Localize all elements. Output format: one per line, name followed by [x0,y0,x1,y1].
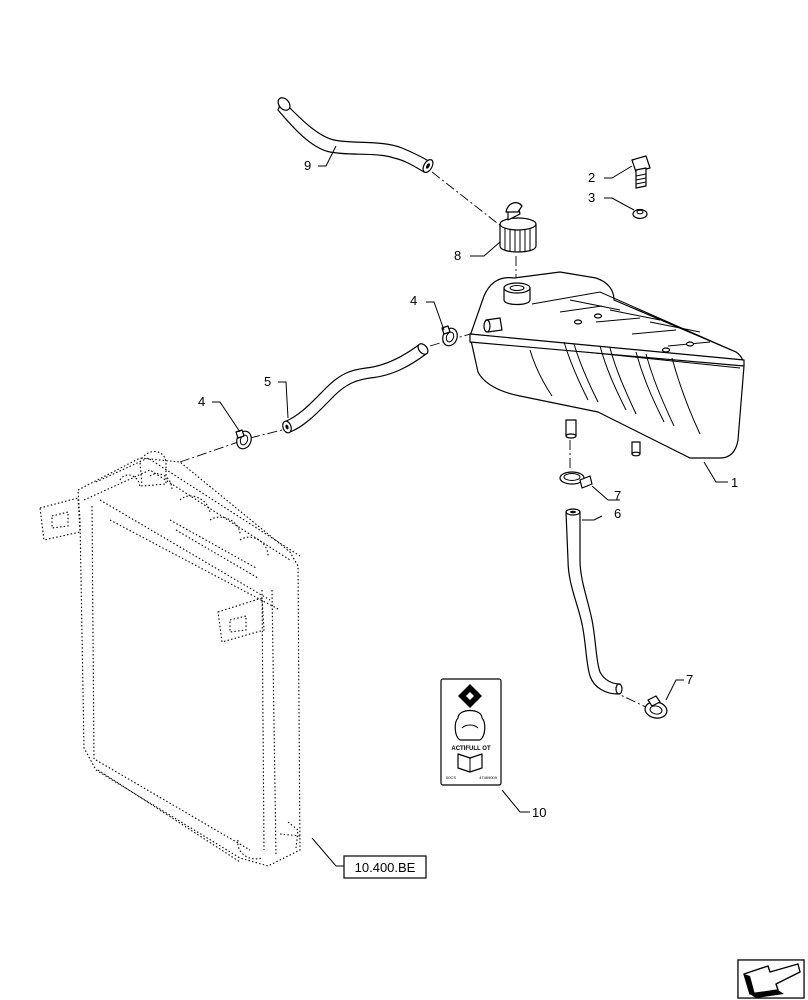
hose-9 [277,97,434,173]
decal-left-code: 00CS [446,775,456,780]
callout-3: 3 [588,190,595,205]
washer-3 [632,208,648,220]
callout-6: 6 [614,506,621,521]
callout-10: 10 [532,805,546,820]
reference-link-box[interactable]: 10.400.BE [343,855,427,879]
callout-9: 9 [304,158,311,173]
callout-2: 2 [588,170,595,185]
callout-4-lower: 4 [198,394,205,409]
decal-right-code: 47469009 [479,775,498,780]
clamp-4-upper [441,325,458,347]
clamp-7-lower [644,695,668,719]
callout-labels: 1 2 3 4 4 5 6 7 7 8 9 10 [198,158,738,820]
reference-label[interactable]: 10.400.BE [355,860,416,875]
leader-lines [212,145,728,867]
navigation-arrow-icon[interactable] [737,959,805,999]
clamp-7-upper [559,471,593,489]
callout-1: 1 [731,475,738,490]
clamp-4-lower [235,429,252,450]
callout-5: 5 [264,374,271,389]
filler-cap-8 [499,202,537,253]
callout-7-lower: 7 [686,672,693,687]
callout-7-upper: 7 [614,488,621,503]
hose-5 [282,343,429,434]
bolt-2 [631,155,651,189]
hose-6 [565,508,623,695]
decal-10: ACTIFULL OT 00CS 47469009 [440,678,502,786]
radiator-outline [39,450,301,867]
expansion-tank-1 [469,271,745,459]
decal-title: ACTIFULL OT [451,746,491,752]
callout-8: 8 [454,248,461,263]
callout-4-upper: 4 [410,293,417,308]
